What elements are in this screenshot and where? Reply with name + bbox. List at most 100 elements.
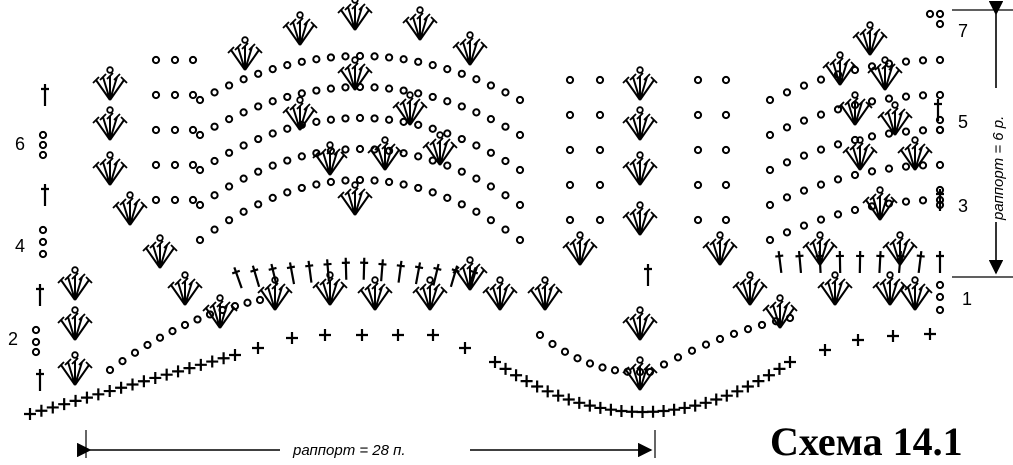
chain-symbol bbox=[384, 53, 394, 62]
chain-symbol bbox=[268, 193, 277, 202]
shell-symbol bbox=[112, 191, 148, 226]
row-repeat-rail: раппорт = 6 р. bbox=[952, 1, 1013, 278]
chain-symbol bbox=[224, 81, 234, 90]
chain-symbol bbox=[326, 115, 336, 124]
chain-symbol bbox=[457, 69, 466, 78]
double-crochet-symbol bbox=[376, 257, 388, 283]
single-crochet-symbol bbox=[227, 347, 243, 363]
double-crochet-symbol bbox=[834, 249, 846, 275]
chain-symbol bbox=[693, 180, 703, 190]
chain-symbol bbox=[884, 94, 894, 103]
chain-symbol bbox=[901, 92, 911, 101]
chain-symbol bbox=[501, 191, 510, 200]
chain-symbol bbox=[297, 183, 306, 193]
chain-symbol bbox=[548, 339, 557, 349]
single-crochet-symbol bbox=[614, 403, 629, 419]
single-crochet-symbol bbox=[645, 404, 661, 419]
chain-symbol bbox=[384, 84, 394, 93]
chain-symbol bbox=[428, 60, 437, 70]
single-crochet-symbol bbox=[635, 404, 650, 420]
chain-symbol bbox=[105, 365, 115, 375]
shell-symbol bbox=[57, 266, 93, 301]
shell-symbol bbox=[622, 306, 658, 341]
single-crochet-symbol bbox=[624, 404, 640, 419]
chain-symbol bbox=[151, 195, 161, 205]
chain-symbol bbox=[151, 160, 161, 170]
chain-symbol bbox=[210, 88, 219, 97]
chain-symbol bbox=[918, 91, 928, 100]
chain-symbol bbox=[782, 88, 792, 97]
single-crochet-symbol bbox=[68, 393, 83, 408]
chain-symbol bbox=[585, 359, 595, 368]
chain-symbol bbox=[850, 170, 860, 180]
chain-symbol bbox=[341, 145, 350, 154]
chain-symbol bbox=[224, 216, 234, 225]
chain-symbol bbox=[515, 165, 525, 175]
single-crochet-symbol bbox=[34, 403, 49, 418]
single-crochet-symbol bbox=[603, 402, 618, 417]
chain-symbol bbox=[224, 182, 234, 191]
shell-symbol bbox=[57, 351, 93, 386]
chain-symbol bbox=[312, 55, 321, 64]
shell-symbol bbox=[622, 151, 658, 186]
single-crochet-symbol bbox=[125, 377, 140, 392]
single-crochet-symbol bbox=[508, 368, 524, 383]
chain-symbol bbox=[918, 126, 928, 135]
chain-symbol bbox=[918, 56, 928, 65]
chain-symbol bbox=[255, 295, 265, 305]
chain-symbol bbox=[155, 333, 165, 342]
shell-symbol bbox=[822, 51, 858, 86]
single-crochet-symbol bbox=[22, 406, 38, 422]
chain-symbol bbox=[598, 363, 607, 372]
chain-symbol bbox=[595, 145, 605, 155]
chain-symbol bbox=[268, 97, 277, 106]
chain-symbol bbox=[195, 130, 205, 140]
chain-symbol bbox=[721, 75, 731, 85]
chain-symbol bbox=[472, 108, 481, 117]
chain-symbol bbox=[901, 162, 911, 171]
double-crochet-symbol bbox=[34, 282, 46, 308]
shell-symbol bbox=[622, 66, 658, 101]
chain-symbol bbox=[935, 160, 945, 170]
chain-symbol bbox=[443, 64, 452, 74]
chain-symbol bbox=[118, 357, 127, 366]
single-crochet-symbol bbox=[425, 327, 441, 343]
shell-symbol bbox=[622, 106, 658, 141]
chain-symbol bbox=[935, 280, 945, 290]
chain-symbol bbox=[486, 81, 496, 90]
chain-symbol bbox=[884, 164, 894, 173]
chain-symbol bbox=[38, 140, 48, 150]
single-crochet-symbol bbox=[91, 387, 106, 402]
chain-symbol bbox=[925, 9, 935, 19]
single-crochet-symbol bbox=[656, 403, 671, 419]
chain-symbol bbox=[935, 90, 945, 100]
chain-symbol bbox=[595, 180, 605, 190]
chain-symbol bbox=[782, 193, 792, 202]
chain-symbol bbox=[595, 75, 605, 85]
chain-symbol bbox=[151, 125, 161, 135]
single-crochet-symbol bbox=[709, 392, 724, 407]
chain-symbol bbox=[195, 95, 205, 105]
shell-symbol bbox=[312, 141, 348, 176]
single-crochet-symbol bbox=[540, 384, 555, 399]
chain-symbol bbox=[243, 298, 252, 307]
chain-symbol bbox=[254, 134, 263, 144]
chain-symbol bbox=[816, 110, 826, 119]
chain-symbol bbox=[193, 315, 202, 324]
chain-symbol bbox=[935, 305, 945, 315]
chain-symbol bbox=[901, 197, 911, 206]
chain-symbol bbox=[254, 69, 263, 78]
chain-symbol bbox=[610, 366, 620, 375]
shell-symbol bbox=[227, 36, 263, 71]
row-number-5: 5 bbox=[958, 112, 968, 132]
chain-symbol bbox=[297, 57, 306, 66]
chain-symbol bbox=[935, 19, 945, 29]
chain-symbol bbox=[239, 141, 248, 150]
chain-symbol bbox=[833, 140, 843, 149]
chain-symbol bbox=[515, 130, 525, 140]
chain-symbol bbox=[283, 60, 292, 70]
chain-symbol bbox=[715, 334, 725, 344]
chain-symbol bbox=[867, 97, 877, 106]
shell-symbol bbox=[622, 201, 658, 236]
